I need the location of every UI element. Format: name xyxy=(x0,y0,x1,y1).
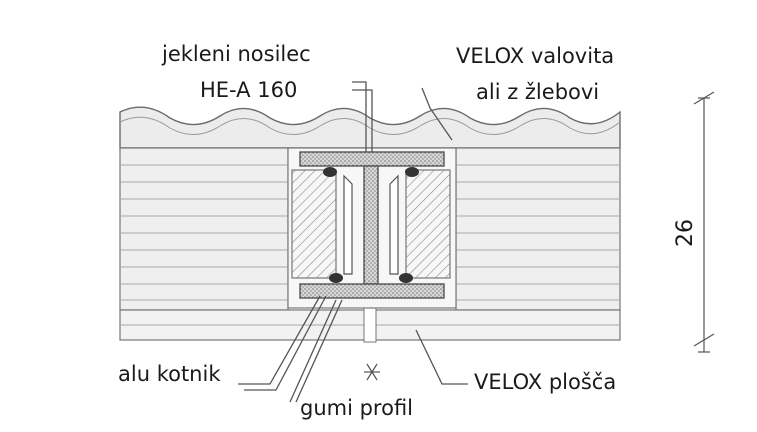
dimension-label: 26 xyxy=(673,219,698,247)
beam-web xyxy=(363,165,379,285)
label-alu-angle: alu kotnik xyxy=(118,362,221,386)
hatched-block-left xyxy=(291,169,337,279)
label-corrugated-sheet-line2: ali z žlebovi xyxy=(476,80,600,104)
hatched-block-right xyxy=(405,169,451,279)
beam-bottom-flange xyxy=(299,283,445,299)
label-corrugated-sheet-line1: VELOX valovita xyxy=(456,44,615,68)
beam-top-flange xyxy=(299,151,445,167)
board-right xyxy=(455,147,621,311)
label-velox-board: VELOX plošča xyxy=(474,370,617,394)
centre-mark-icon xyxy=(364,363,380,381)
label-steel-beam-line2: HE-A 160 xyxy=(200,78,298,102)
board-left xyxy=(119,147,289,311)
label-steel-beam-line1: jekleni nosilec xyxy=(162,42,311,66)
label-rubber-profile: gumi profil xyxy=(300,396,414,420)
dimension-line xyxy=(693,91,715,353)
leader-lines xyxy=(238,81,468,403)
alu-angle-right xyxy=(389,174,399,275)
rubber-profiles xyxy=(323,167,419,283)
alu-angle-left xyxy=(343,174,353,275)
